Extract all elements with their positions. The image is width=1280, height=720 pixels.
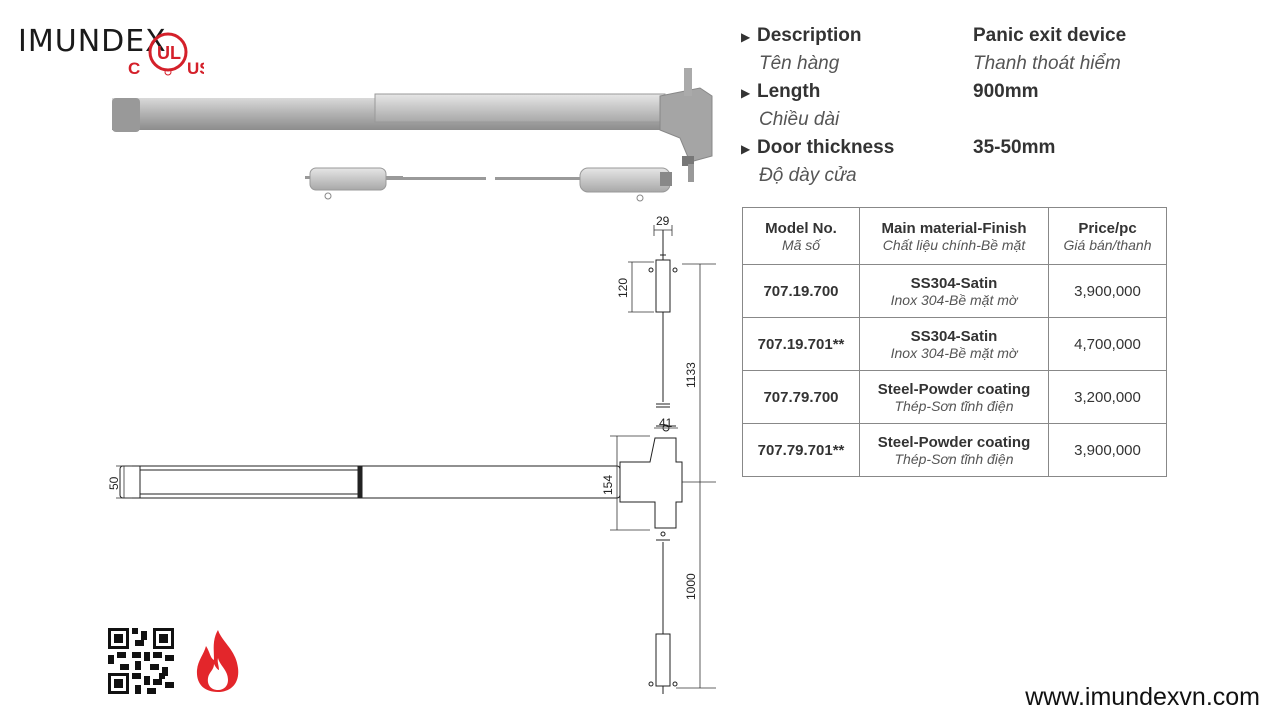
spec-value-vi-description: Thanh thoát hiểm — [973, 53, 1121, 74]
bar-outline — [119, 465, 621, 499]
spec-label-door-thickness: Door thickness — [757, 137, 895, 158]
spec-label-vi-length: Chiều dài — [759, 109, 840, 130]
header-material: Main material-Finish Chất liệu chính-Bề … — [859, 207, 1049, 265]
cell-model: 707.79.701** — [742, 423, 860, 477]
table-header-row: Model No. Mã số Main material-Finish Chấ… — [742, 207, 1167, 265]
cert-mid: UL — [157, 43, 181, 63]
cell-model: 707.19.700 — [742, 264, 860, 318]
spec-bullet-icon: ▶ — [741, 30, 751, 44]
ul-listed-icon: C UL US — [128, 32, 204, 78]
cell-model: 707.19.701** — [742, 317, 860, 371]
spec-value-description: Panic exit device — [973, 25, 1127, 46]
qr-code-icon — [108, 628, 174, 694]
cell-price: 3,200,000 — [1048, 370, 1167, 424]
product-photo — [112, 68, 713, 202]
spec-label-description: Description — [757, 25, 862, 46]
header-model: Model No. Mã số — [742, 207, 860, 265]
spec-value-length: 900mm — [973, 81, 1039, 102]
cell-price: 3,900,000 — [1048, 264, 1167, 318]
brand-logo: IMUNDEX C UL US — [18, 20, 228, 80]
brand-name: IMUNDEX — [18, 24, 167, 59]
dim-label: 154 — [601, 475, 615, 495]
cell-price: 4,700,000 — [1048, 317, 1167, 371]
dim-label: 50 — [107, 476, 121, 490]
dim-label: 41 — [659, 416, 673, 430]
cert-right: US — [187, 59, 204, 78]
spec-label-vi-door-thickness: Độ dày cửa — [759, 165, 857, 186]
technical-drawing: 29 120 1133 41 50 154 1000 — [107, 214, 716, 694]
dim-label: 29 — [656, 214, 670, 228]
header-price: Price/pc Giá bán/thanh — [1048, 207, 1167, 265]
spec-bullet-icon: ▶ — [741, 142, 751, 156]
cell-price: 3,900,000 — [1048, 423, 1167, 477]
spec-label-length: Length — [757, 81, 821, 102]
fire-rated-icon — [196, 630, 239, 692]
website-url[interactable]: www.imundexvn.com — [1025, 683, 1260, 711]
price-table: Model No. Mã số Main material-Finish Chấ… — [742, 207, 1167, 477]
spec-value-door-thickness: 35-50mm — [973, 137, 1056, 158]
spec-label-vi-description: Tên hàng — [759, 53, 840, 74]
dim-label: 1000 — [684, 573, 698, 600]
spec-bullet-icon: ▶ — [741, 86, 751, 100]
cell-model: 707.79.700 — [742, 370, 860, 424]
cert-left: C — [128, 59, 140, 78]
dim-label: 1133 — [684, 362, 698, 388]
dimension-lines — [116, 225, 716, 689]
dim-label: 120 — [616, 278, 630, 298]
